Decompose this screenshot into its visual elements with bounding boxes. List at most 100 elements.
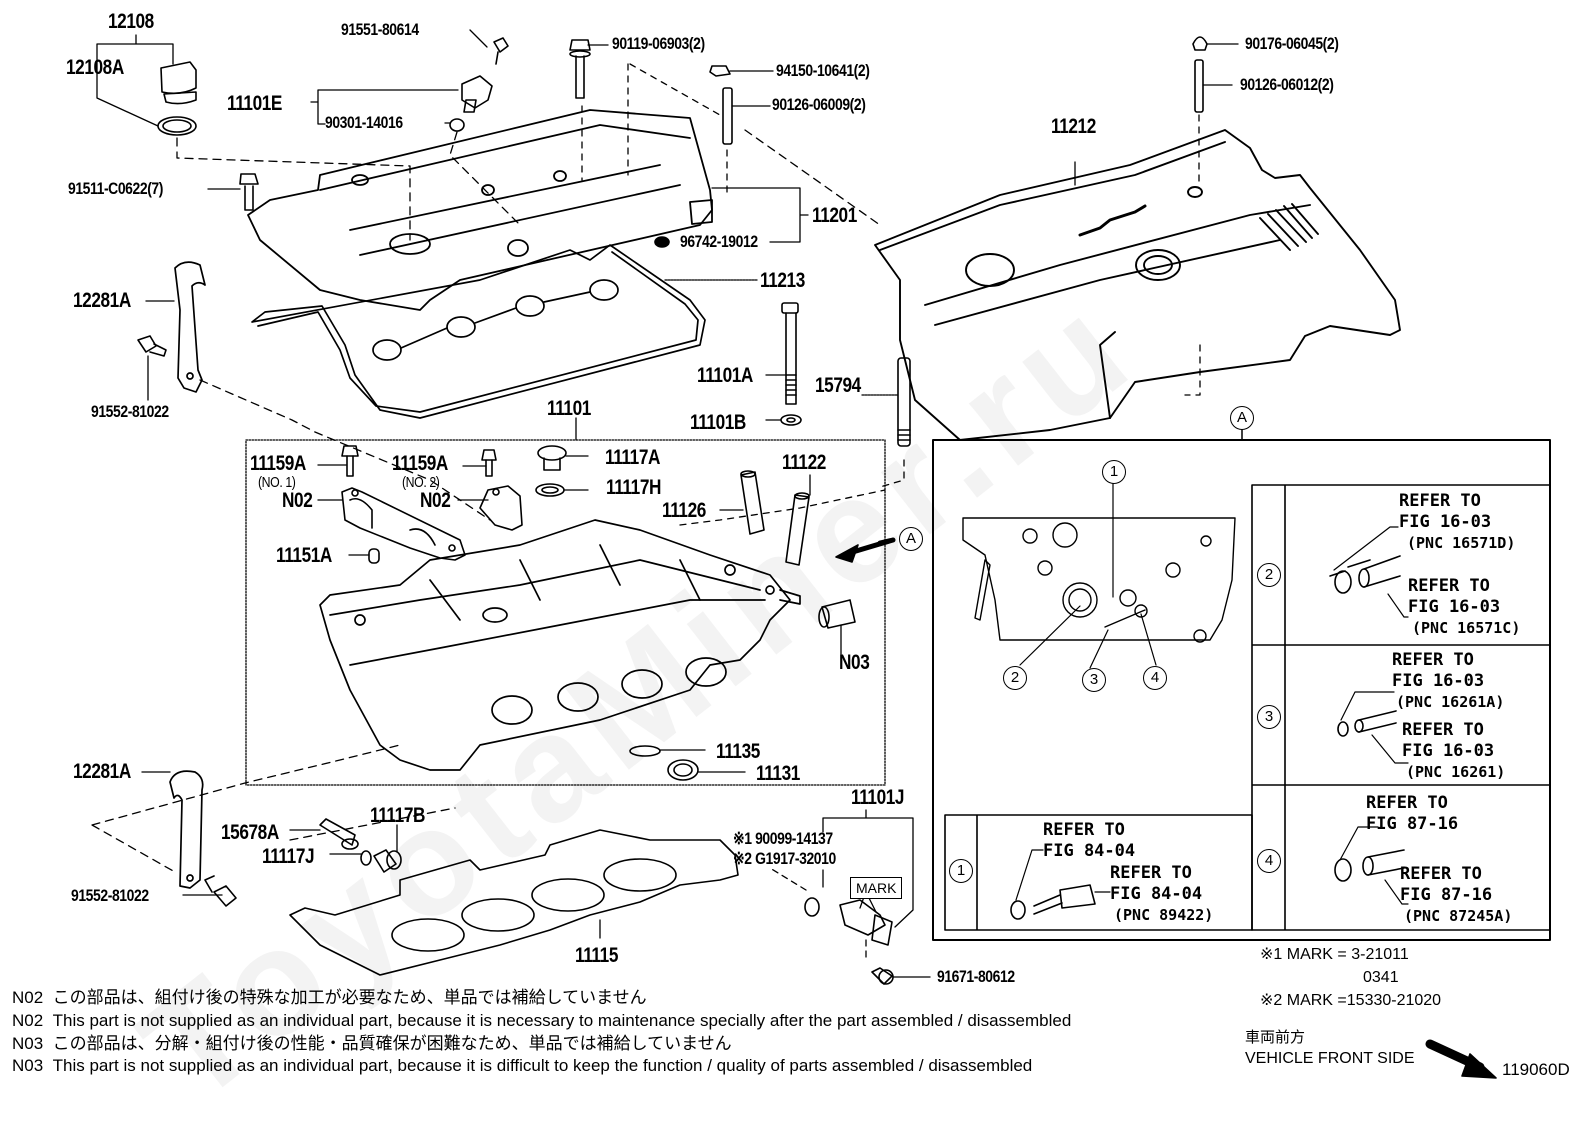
callout-11159A-no1[interactable]: 11159A bbox=[250, 452, 306, 475]
detail-row-1-ref-2[interactable]: REFER TO FIG 84-04 (PNC 89422) bbox=[1110, 863, 1213, 926]
callout-90126-06009[interactable]: 90126-06009(2) bbox=[772, 95, 866, 114]
camshaft-bearing-cap-bolt-1-drawing bbox=[341, 445, 359, 477]
head-gasket-drawing bbox=[289, 829, 739, 976]
callout-12281A-top[interactable]: 12281A bbox=[73, 289, 131, 312]
footnote-row: N03 This part is not supplied as an indi… bbox=[12, 1057, 1032, 1074]
callout-11159A-no2[interactable]: 11159A bbox=[392, 452, 448, 475]
callout-91511-C0622[interactable]: 91511-C0622(7) bbox=[68, 179, 164, 198]
detail-row-2-number: 2 bbox=[1257, 563, 1281, 587]
detail-row-3-number: 3 bbox=[1257, 705, 1281, 729]
ref-line: FIG 84-04 bbox=[1110, 884, 1203, 904]
cap-nut-90176-drawing bbox=[1192, 36, 1208, 51]
callout-11101[interactable]: 11101 bbox=[547, 397, 591, 420]
view-a-marker[interactable]: A bbox=[899, 527, 923, 551]
ref-pnc: (PNC 16261) bbox=[1406, 763, 1506, 781]
callout-15678A[interactable]: 15678A bbox=[221, 821, 279, 844]
callout-11101A[interactable]: 11101A bbox=[697, 364, 753, 387]
mark-note-2: ※2 MARK =15330-21020 bbox=[1260, 992, 1442, 1009]
detail-row-1-ref-1[interactable]: REFER TO FIG 84-04 bbox=[1043, 820, 1135, 862]
callout-12281A-bottom[interactable]: 12281A bbox=[73, 760, 131, 783]
callout-11117A[interactable]: 11117A bbox=[605, 446, 661, 469]
callout-11201[interactable]: 11201 bbox=[812, 204, 857, 227]
callout-11131[interactable]: 11131 bbox=[756, 762, 800, 785]
figure-id: 119060D bbox=[1502, 1060, 1570, 1079]
detail-row-4-ref-1[interactable]: REFER TO FIG 87-16 bbox=[1366, 793, 1458, 835]
ref-pnc: (PNC 16571D) bbox=[1407, 534, 1516, 552]
callout-12108[interactable]: 12108 bbox=[108, 10, 154, 33]
callout-11117B[interactable]: 11117B bbox=[370, 804, 426, 827]
footnote-row: N02 この部品は、組付け後の特殊な加工が必要なため、単品では補給していません bbox=[12, 989, 647, 1006]
detail-row-1-number: 1 bbox=[949, 859, 973, 883]
callout-11117H[interactable]: 11117H bbox=[606, 476, 662, 499]
callout-N03[interactable]: N03 bbox=[839, 651, 870, 674]
vehicle-front-en: VEHICLE FRONT SIDE bbox=[1245, 1050, 1415, 1067]
callout-15794[interactable]: 15794 bbox=[815, 374, 861, 397]
detail-row-2-ref-1[interactable]: REFER TO FIG 16-03 (PNC 16571D) bbox=[1399, 491, 1515, 554]
callout-90301-14016[interactable]: 90301-14016 bbox=[325, 113, 403, 132]
ref-line: FIG 16-03 bbox=[1402, 741, 1495, 761]
callout-11101B[interactable]: 11101B bbox=[690, 411, 746, 434]
guide-11126-drawing bbox=[740, 470, 765, 535]
callout-91671-80612[interactable]: 91671-80612 bbox=[937, 967, 1015, 986]
bolt-91552-top-drawing bbox=[137, 335, 167, 357]
cylinder-head-cover-drawing bbox=[247, 109, 713, 311]
footnote-code: N03 bbox=[12, 1056, 44, 1075]
stud-90126-06012-drawing bbox=[1194, 59, 1204, 113]
mark-label-box: MARK bbox=[850, 877, 903, 899]
callout-N02-a[interactable]: N02 bbox=[282, 489, 313, 512]
detail-a-label: A bbox=[1230, 406, 1254, 430]
callout-91552-81022-top[interactable]: 91552-81022 bbox=[91, 402, 169, 421]
callout-11117J[interactable]: 11117J bbox=[262, 845, 315, 868]
plug-11117A-drawing bbox=[535, 445, 567, 497]
ref-line: FIG 16-03 bbox=[1399, 512, 1492, 532]
callout-11101E[interactable]: 11101E bbox=[227, 92, 283, 115]
footnote-text: This part is not supplied as an individu… bbox=[52, 1056, 1033, 1075]
parts-diagram-canvas bbox=[91, 29, 1592, 1079]
detail-row-2-ref-2[interactable]: REFER TO FIG 16-03 (PNC 16571C) bbox=[1408, 576, 1520, 639]
ref-line: REFER TO bbox=[1110, 863, 1192, 883]
callout-90119-06903[interactable]: 90119-06903(2) bbox=[612, 34, 705, 53]
bearing-cap-n02-b-drawing bbox=[479, 485, 523, 531]
ref-line: REFER TO bbox=[1402, 720, 1484, 740]
callout-11213[interactable]: 11213 bbox=[760, 269, 805, 292]
gasket-11131-drawing bbox=[667, 759, 699, 781]
callout-G1917-32010[interactable]: ※2 G1917-32010 bbox=[733, 849, 836, 868]
footnote-code: N02 bbox=[12, 988, 44, 1007]
cover-gasket-drawing bbox=[251, 244, 706, 419]
callout-94150-10641[interactable]: 94150-10641(2) bbox=[776, 61, 870, 80]
callout-11122[interactable]: 11122 bbox=[782, 451, 826, 474]
ref-line: REFER TO bbox=[1366, 793, 1448, 813]
callout-11159A-no1-sub: (NO. 1) bbox=[258, 474, 296, 491]
callout-90099-14137[interactable]: ※1 90099-14137 bbox=[733, 829, 833, 848]
engine-cover-drawing bbox=[874, 129, 1401, 441]
ref-line: REFER TO bbox=[1408, 576, 1490, 596]
callout-90176-06045[interactable]: 90176-06045(2) bbox=[1245, 34, 1339, 53]
temp-sensor-1-drawing bbox=[1010, 884, 1096, 920]
detail-a-frame bbox=[932, 439, 1551, 941]
callout-91552-81022-bottom[interactable]: 91552-81022 bbox=[71, 886, 149, 905]
nut-94150-drawing bbox=[709, 65, 731, 77]
callout-11126[interactable]: 11126 bbox=[662, 499, 706, 522]
callout-12108A[interactable]: 12108A bbox=[66, 56, 124, 79]
callout-11101J[interactable]: 11101J bbox=[851, 786, 905, 809]
bolt-91511-drawing bbox=[239, 173, 259, 211]
callout-11159A-no2-sub: (NO. 2) bbox=[402, 474, 440, 491]
ref-line: FIG 16-03 bbox=[1408, 597, 1501, 617]
stud-90126-06009-drawing bbox=[722, 87, 733, 145]
callout-96742-19012[interactable]: 96742-19012 bbox=[680, 232, 758, 251]
callout-90126-06012[interactable]: 90126-06012(2) bbox=[1240, 75, 1334, 94]
callout-11151A[interactable]: 11151A bbox=[276, 544, 332, 567]
detail-row-4-ref-2[interactable]: REFER TO FIG 87-16 (PNC 87245A) bbox=[1400, 864, 1512, 927]
callout-11135[interactable]: 11135 bbox=[716, 740, 760, 763]
callout-11115[interactable]: 11115 bbox=[575, 944, 618, 967]
detail-row-3-ref-1[interactable]: REFER TO FIG 16-03 (PNC 16261A) bbox=[1392, 650, 1504, 713]
detail-marker-4: 4 bbox=[1143, 666, 1167, 690]
callout-N02-b[interactable]: N02 bbox=[420, 489, 451, 512]
gasket-11117J-drawing bbox=[360, 850, 372, 866]
tube-n03-drawing bbox=[818, 599, 856, 629]
callout-91551-80614[interactable]: 91551-80614 bbox=[341, 20, 419, 39]
detail-row-4-number: 4 bbox=[1257, 849, 1281, 873]
ref-line: REFER TO bbox=[1399, 491, 1481, 511]
detail-row-3-ref-2[interactable]: REFER TO FIG 16-03 (PNC 16261) bbox=[1402, 720, 1505, 783]
callout-11212[interactable]: 11212 bbox=[1051, 115, 1096, 138]
